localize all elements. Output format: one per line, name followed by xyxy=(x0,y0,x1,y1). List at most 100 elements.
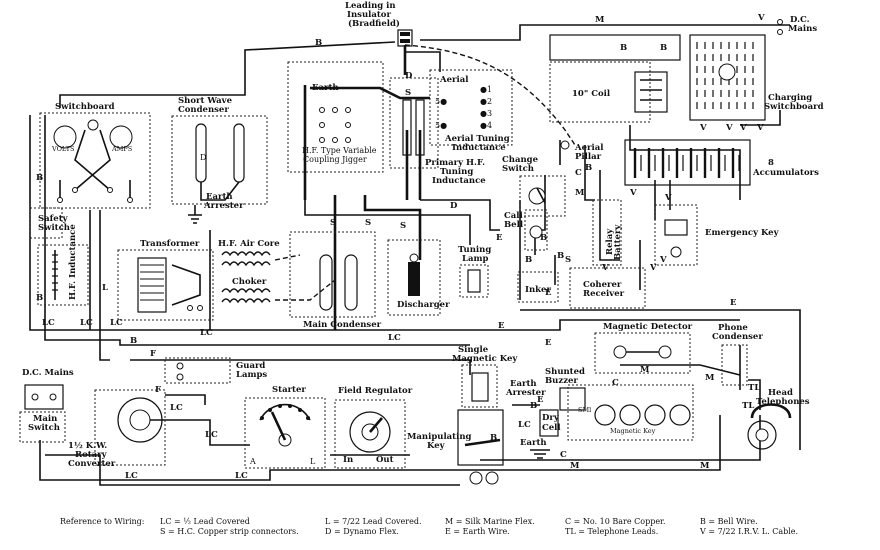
choker-lead xyxy=(274,254,336,301)
wire-code-letter: LC xyxy=(200,328,213,338)
svg-text:●1: ●1 xyxy=(480,85,492,94)
magnetic-detector-label: Magnetic Detector xyxy=(603,322,693,332)
wire-code-letter: E xyxy=(730,298,737,308)
rotary-converter-label-2: Rotary xyxy=(75,450,108,460)
discharger-box xyxy=(387,239,441,316)
relay-battery-box xyxy=(592,199,622,266)
call-bell-icon xyxy=(529,225,543,239)
wire-code-letter: E xyxy=(537,395,544,405)
magnetic-detector-box xyxy=(594,332,691,374)
charging-meter-icon xyxy=(718,63,736,81)
wire-code-letter: B xyxy=(620,43,627,53)
wire-code-letter: B xyxy=(525,255,532,265)
magnetic-key-panel xyxy=(567,384,694,441)
starter-label: Starter xyxy=(272,385,306,395)
svg-text:D: D xyxy=(200,153,206,162)
phone-condenser-label-1: Phone xyxy=(718,323,748,333)
dc-mains-top-label-1: D.C. xyxy=(790,15,810,25)
earth-small-icon xyxy=(530,449,550,459)
relay-battery-label: Relay xyxy=(605,228,615,255)
manipulating-key-knob-icon[interactable] xyxy=(469,471,483,485)
coil-interrupter-icon xyxy=(634,71,668,113)
wire-code-letter: L xyxy=(102,283,108,293)
wire-code-letter: D xyxy=(450,201,458,211)
wire-jigger-discharger xyxy=(363,195,422,260)
wire-code-letter: LC xyxy=(42,318,55,328)
rotary-converter-label-1: 1½ K.W. xyxy=(68,440,107,451)
hf-coupling-label-1: H.F. Type Variable xyxy=(302,146,377,155)
svg-text:5●: 5● xyxy=(435,97,447,106)
wire-code-letter: M xyxy=(570,461,580,471)
short-wave-condenser-box xyxy=(171,115,268,205)
wire-lc-starter xyxy=(150,419,250,446)
call-bell-label-2: Bell xyxy=(504,220,524,230)
guard-lamps-label-1: Guard xyxy=(236,361,265,371)
legend-lc: LC = ½ Lead Covered xyxy=(160,517,250,526)
wire-code-letter: B xyxy=(130,336,137,346)
earth-arrester-label-1: Earth xyxy=(206,192,233,202)
phone-condenser-label-2: Condenser xyxy=(712,332,763,342)
head-telephones-label-1: Head xyxy=(768,388,793,398)
wire-code-letter: B xyxy=(315,38,322,48)
manipulating-key-lever[interactable] xyxy=(464,438,501,447)
wire-code-letter: LC xyxy=(518,420,531,430)
ten-inch-coil-box xyxy=(549,61,651,123)
wire-f xyxy=(130,359,471,375)
ten-inch-coil-label: 10" Coil xyxy=(572,89,611,99)
svg-text:●4: ●4 xyxy=(480,121,492,130)
wire-code-letter: LC xyxy=(170,403,183,413)
transformer-secondary xyxy=(171,264,201,306)
choker-label: Choker xyxy=(232,277,267,287)
wire-code-letter: TL xyxy=(742,401,754,411)
change-switch-label-2: Switch xyxy=(502,164,534,174)
wire-code-letter: S xyxy=(400,221,406,231)
accumulator-cells-icon xyxy=(633,148,740,178)
wire-code-letter: V xyxy=(601,263,609,273)
wire-bottom-2 xyxy=(45,454,460,486)
wire-code-letter: M xyxy=(700,461,710,471)
field-regulator-out-label: Out xyxy=(376,455,394,465)
field-regulator-dial-icon[interactable] xyxy=(349,411,391,453)
manipulating-key-knob-2-icon[interactable] xyxy=(485,471,499,485)
wire-code-letter: V xyxy=(649,263,657,273)
safety-switch-box xyxy=(29,207,63,239)
wire-code-letter: D xyxy=(405,71,413,81)
tuning-lamp-box xyxy=(459,264,489,298)
dc-mains-top-label-2: Mains xyxy=(788,24,817,34)
legend-m: M = Silk Marine Flex. xyxy=(445,517,535,526)
manipulating-key-box xyxy=(457,409,504,466)
main-switch-box xyxy=(19,411,66,443)
aerial-tuning-label-2: Inductance xyxy=(452,143,506,153)
svg-text:A: A xyxy=(249,457,256,466)
change-switch-label-1: Change xyxy=(502,155,539,165)
wire-tl xyxy=(748,379,761,410)
wire-code-letter: M xyxy=(640,365,650,375)
primary-hf-label-3: Inductance xyxy=(432,176,486,186)
starter-arm[interactable] xyxy=(270,411,287,441)
switchboard-wiring xyxy=(59,129,131,200)
wire-code-letter: C xyxy=(612,378,619,388)
wire-code-letter: V xyxy=(664,193,672,203)
call-bell-label-1: Call xyxy=(504,211,524,221)
relay-battery-label-2: Battery xyxy=(613,224,623,260)
wire-code-letter: M xyxy=(575,188,585,198)
dial-2-icon xyxy=(619,404,641,426)
wire-lc-2 xyxy=(165,394,206,405)
hf-coupling-label-2: Coupling Jigger xyxy=(303,155,367,164)
primary-hf-leads xyxy=(405,130,422,200)
aerial-pillar-label-2: Pillar xyxy=(575,152,602,162)
wire-d-change xyxy=(420,199,500,231)
wire-code-letter: V xyxy=(725,123,733,133)
guard-lamp-2-icon xyxy=(176,373,184,381)
wire-code-letter: M xyxy=(595,15,605,25)
wire-lc-left xyxy=(29,115,210,331)
wire-b-relay xyxy=(584,145,595,201)
detector-wheel-2-icon xyxy=(658,345,672,359)
ten-inch-coil-top xyxy=(549,34,681,61)
wire-bottom-1 xyxy=(39,440,500,481)
aerial-pillar-label-1: Aerial xyxy=(574,143,604,153)
svg-text:L: L xyxy=(310,457,316,466)
switchboard-switch-icon xyxy=(87,119,99,131)
guard-lamps-box xyxy=(164,357,231,384)
change-switch-box xyxy=(519,175,566,217)
